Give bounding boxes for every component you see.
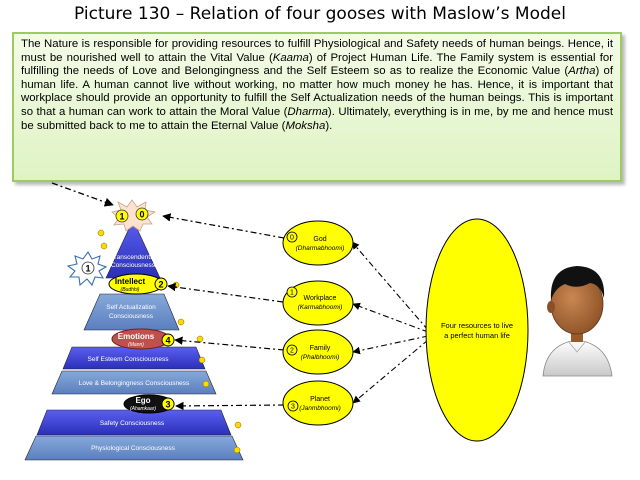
note-connector	[51, 182, 114, 207]
top-badge-0-num: 0	[139, 210, 144, 220]
resource-workplace-sub: (Karmabhoomi)	[298, 304, 343, 311]
tier-transcendental	[105, 219, 161, 279]
explanation-note: The Nature is responsible for providing …	[12, 32, 622, 182]
resource-god: 0 God (Dharmabhoomi)	[282, 220, 354, 266]
link-big-family	[352, 335, 429, 355]
resource-planet-num: 3	[291, 404, 295, 411]
note-text-4: ). Ultimately, everything is in me, by m…	[21, 105, 613, 132]
link-big-god	[351, 241, 429, 331]
note-text-3: ) of human life. A human cannot live wit…	[21, 65, 613, 118]
connector-planet	[175, 401, 285, 411]
link-big-workplace	[352, 302, 429, 333]
resource-god-title: God	[313, 236, 326, 243]
tier-label-self-esteem: Self Esteem Consciousness	[88, 356, 170, 363]
tier-label-transcendental-1: Transcendental	[111, 254, 156, 261]
tier-label-physiological: Physiological Consciousness	[91, 445, 176, 452]
sun-icon	[202, 380, 210, 388]
sun-icon	[177, 318, 185, 326]
ego-badge-num: 3	[165, 400, 170, 410]
note-term-artha: Artha	[568, 65, 596, 78]
side-badge	[81, 261, 95, 275]
ego-sub: (Ahamkaar)	[130, 406, 156, 412]
resource-workplace-badge	[286, 286, 298, 298]
side-badge-num: 1	[85, 264, 90, 274]
tier-love-belonging	[51, 370, 217, 395]
emotions-badge-num: 4	[165, 336, 170, 346]
emotions-badge	[161, 333, 175, 347]
page-title: Picture 130 – Relation of four gooses wi…	[74, 4, 566, 24]
sun-icon	[196, 335, 204, 343]
resource-planet-sub: (Janmbhoomi)	[299, 405, 341, 412]
note-term-dharma: Dharma	[287, 105, 328, 118]
top-badge-1	[115, 209, 129, 223]
top-badge-1-num: 1	[119, 212, 124, 222]
tier-label-safety: Safety Consciousness	[100, 420, 165, 427]
resource-workplace: 1 Workplace (Karmabhoomi)	[282, 280, 354, 326]
resource-god-badge	[286, 231, 298, 243]
four-resources-line2: a perfect human life	[444, 331, 510, 340]
four-resources-line1: Four resources to live	[441, 321, 513, 330]
sun-icon	[233, 446, 241, 454]
tier-self-actualization	[83, 293, 180, 331]
top-badge-0	[135, 207, 149, 221]
intellect-badge	[154, 277, 168, 291]
connector-family	[174, 336, 285, 351]
resource-family-badge	[286, 344, 298, 356]
note-term-kaama: Kaama	[272, 51, 309, 64]
four-resources-ellipse	[425, 218, 529, 442]
person-icon	[542, 266, 613, 377]
tier-label-transcendental-2: Consciousness	[111, 262, 156, 269]
intellect-title: Intellect	[115, 277, 146, 286]
tier-label-love-belonging: Love & Belongingness Consciousness	[79, 380, 190, 387]
ego-title: Ego	[135, 396, 150, 405]
sun-icon	[100, 242, 108, 250]
resource-god-sub: (Dharmabhoomi)	[296, 245, 345, 252]
resource-family-num: 2	[290, 348, 294, 355]
emotions-sub: (Mann)	[128, 342, 144, 348]
sun-icon	[97, 229, 105, 237]
sun-icon	[198, 356, 206, 364]
note-term-moksha: Moksha	[285, 119, 326, 132]
emotions-title: Emotions	[118, 332, 155, 341]
resource-family-title: Family	[310, 345, 331, 352]
resource-planet-title: Planet	[310, 396, 330, 403]
resource-family-sub: (Phalbhoomi)	[301, 354, 340, 361]
intellect-sub: (Budhhi)	[121, 287, 140, 293]
connector-workplace	[167, 282, 284, 303]
intellect-badge-num: 2	[158, 280, 163, 290]
note-text-2: ) of Project Human Life. The Family syst…	[21, 51, 613, 78]
link-big-planet	[352, 339, 429, 404]
resource-workplace-num: 1	[290, 290, 294, 297]
resource-god-num: 0	[290, 235, 294, 242]
sun-icon	[234, 421, 242, 429]
note-text-5: ).	[325, 119, 333, 132]
tier-physiological	[24, 435, 244, 461]
tier-label-self-actualization-2: Consciousness	[109, 313, 154, 320]
note-text-1: The Nature is responsible for providing …	[21, 38, 613, 64]
resource-family: 2 Family (Phalbhoomi)	[282, 329, 354, 375]
resource-planet: 3 Planet (Janmbhoomi)	[282, 380, 354, 426]
resource-planet-badge	[287, 400, 299, 412]
resource-workplace-title: Workplace	[304, 295, 337, 302]
connector-god	[162, 213, 285, 239]
ego-badge	[161, 397, 175, 411]
tier-label-self-actualization-1: Self Actualization	[106, 304, 156, 311]
